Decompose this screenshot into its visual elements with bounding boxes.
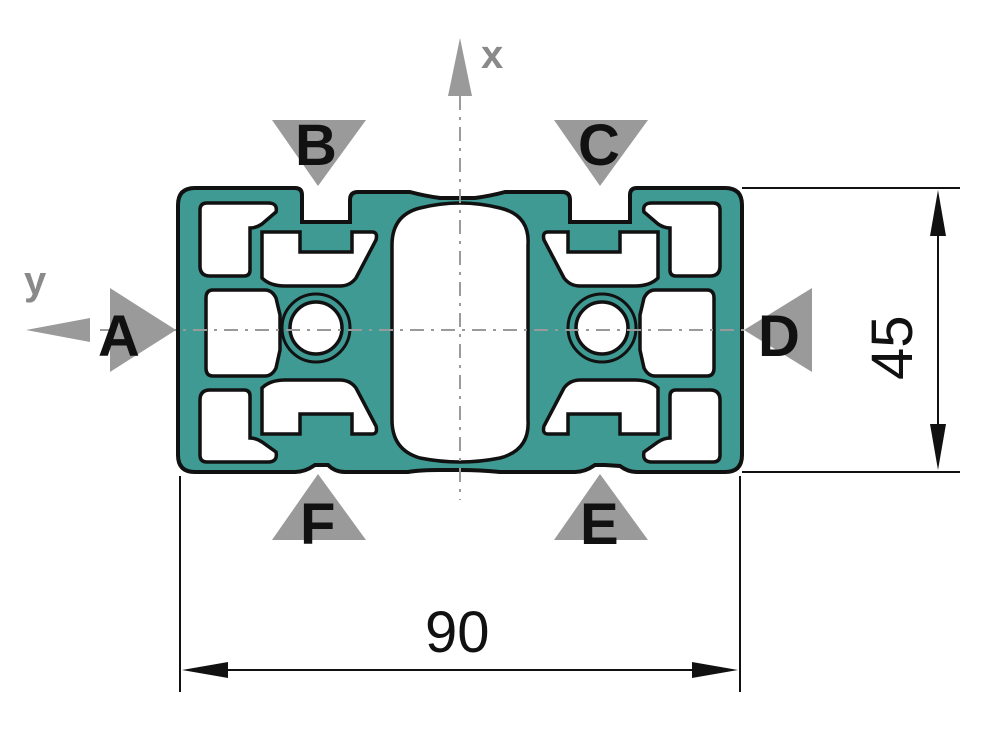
right-upper-channel (541, 230, 660, 288)
y-axis-label: y (24, 259, 47, 303)
slot-d-label: D (758, 304, 800, 369)
centerlines (100, 96, 760, 500)
profile-cavities (198, 201, 722, 464)
width-arrow-left-icon (182, 662, 228, 678)
axis-arrows (26, 38, 472, 342)
slot-c-triangle-icon (554, 120, 648, 186)
height-dimension-label: 45 (860, 315, 925, 380)
left-bottom-chamber (198, 388, 279, 464)
slot-e-triangle-icon (554, 474, 648, 540)
left-upper-channel (260, 230, 379, 288)
slot-f-label: F (300, 492, 335, 557)
y-axis-arrow-icon (26, 318, 90, 342)
height-arrow-bottom-icon (930, 424, 946, 470)
right-side-channel (638, 288, 716, 378)
left-side-channel (204, 288, 282, 378)
height-arrow-top-icon (930, 190, 946, 236)
x-axis-arrow-icon (448, 38, 472, 96)
slot-markers (110, 120, 812, 540)
right-lower-channel (541, 378, 660, 436)
width-arrow-right-icon (692, 662, 738, 678)
left-center-bore (288, 300, 344, 356)
dimension-width-arrows (182, 662, 738, 678)
dimension-height-arrows (930, 190, 946, 470)
central-hollow (390, 201, 530, 464)
slot-f-triangle-icon (272, 474, 366, 540)
slot-a-triangle-icon (110, 288, 176, 372)
slot-d-triangle-icon (744, 288, 812, 372)
slot-e-label: E (580, 492, 619, 557)
slot-labels: A B C D E F (98, 113, 800, 557)
left-top-chamber (198, 201, 279, 278)
width-dimension-label: 90 (425, 600, 490, 665)
right-bottom-chamber (641, 388, 722, 464)
slot-b-triangle-icon (272, 120, 366, 186)
dimension-height (742, 187, 960, 473)
x-axis-label: x (481, 33, 503, 77)
slot-a-label: A (98, 304, 140, 369)
left-lower-channel (260, 378, 379, 436)
right-center-bore (574, 300, 630, 356)
right-top-chamber (641, 201, 722, 278)
bore-splines (280, 292, 638, 364)
slot-c-label: C (578, 113, 620, 178)
dimension-width (179, 476, 741, 692)
slot-b-label: B (295, 113, 337, 178)
